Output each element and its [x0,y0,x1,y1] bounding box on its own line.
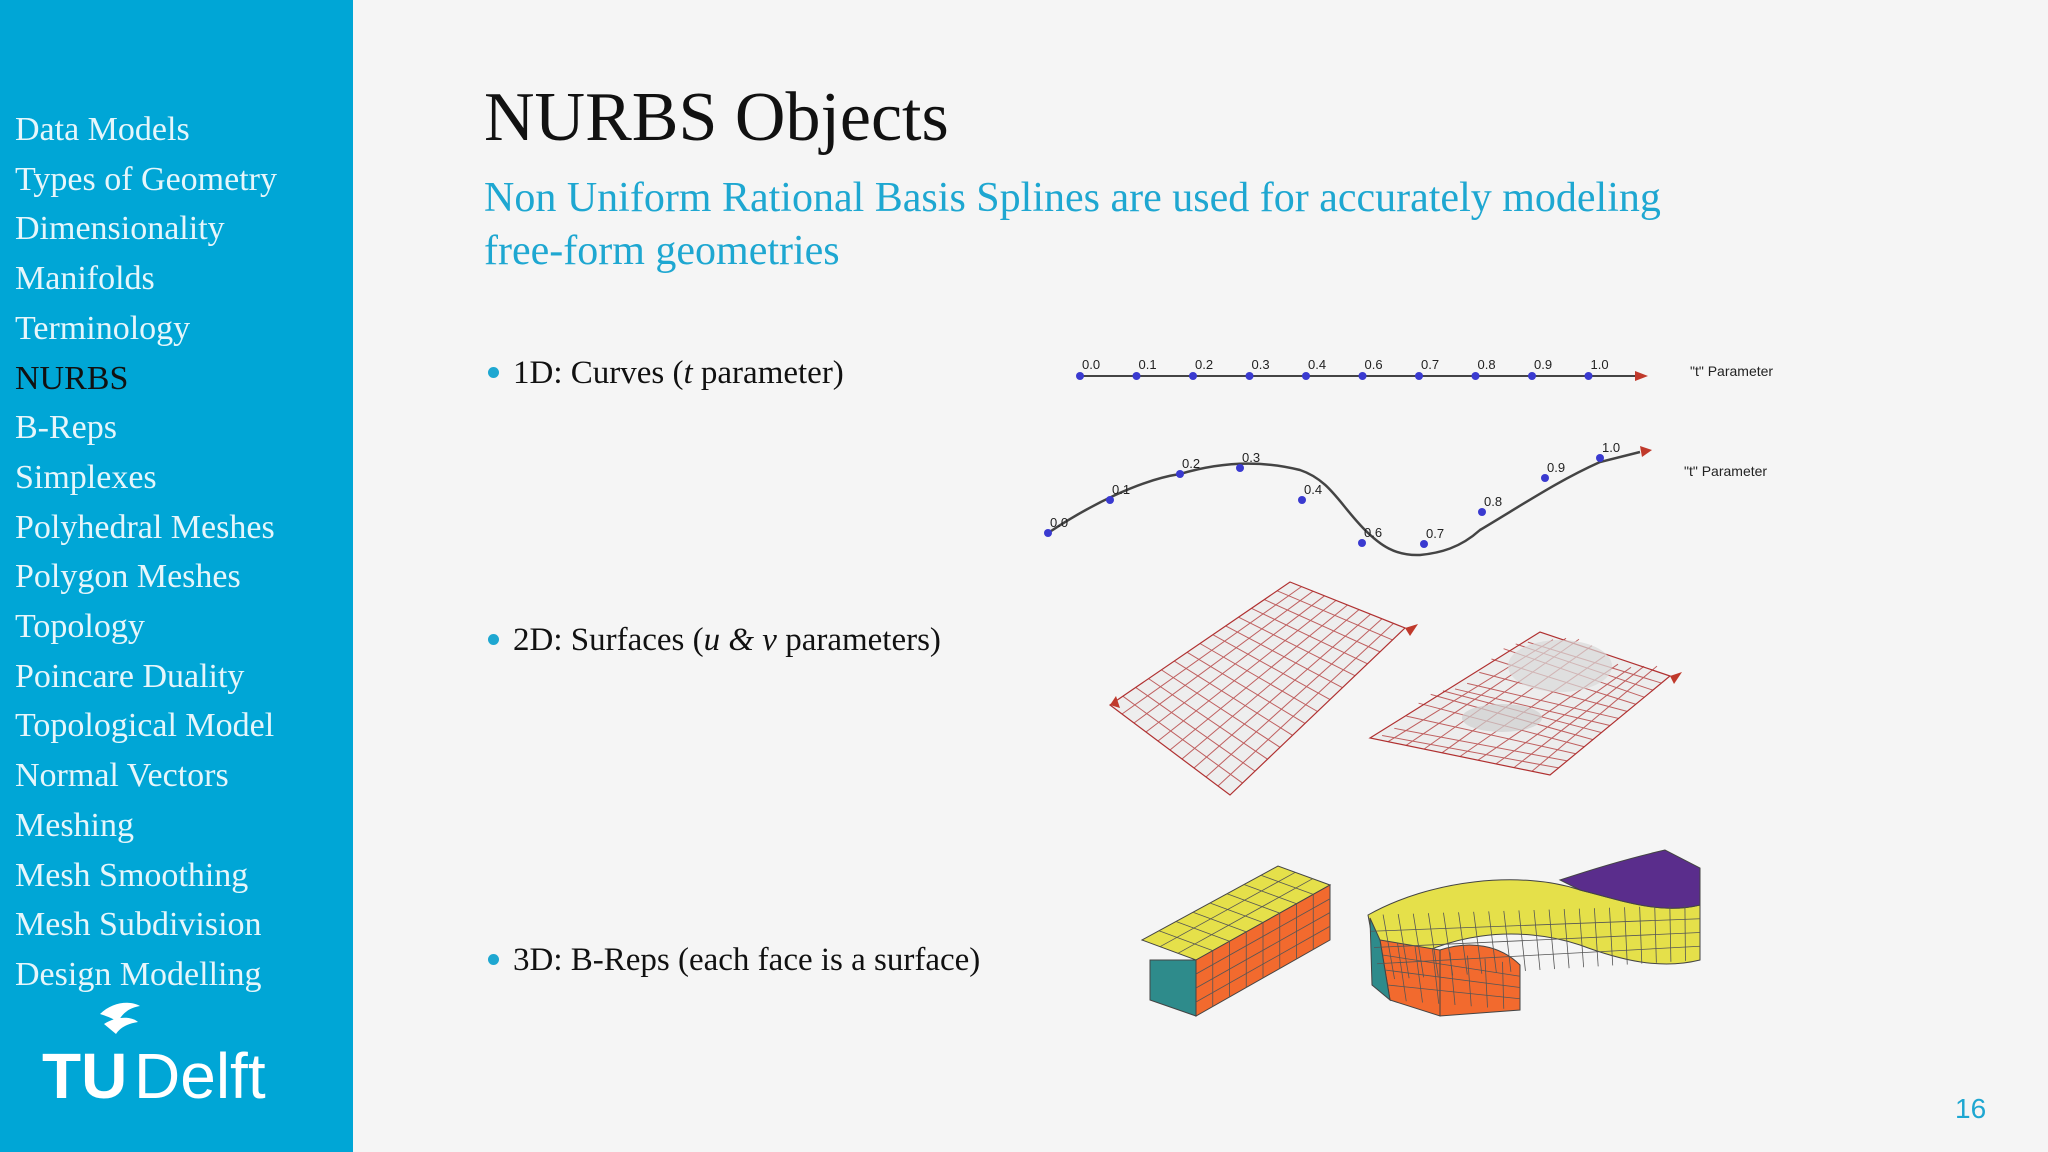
curve-tick-label: 0.2 [1195,357,1213,372]
curve-point [1528,372,1536,380]
curve-tick-label: 0.0 [1050,515,1068,530]
page-number: 16 [1955,1093,1987,1124]
bullet-text: 2D: Surfaces ( [513,622,704,658]
curve-tick-label: 0.0 [1082,357,1100,372]
curve-tick-label: 0.8 [1484,494,1502,509]
arrow-icon [1635,371,1648,381]
curve-point [1245,372,1254,380]
nav-item-mesh-subdivision[interactable]: Mesh Subdivision [15,906,262,944]
nav-item-topological-model[interactable]: Topological Model [15,707,275,745]
curve-tick-label: 0.1 [1112,482,1130,497]
curve-point [1189,372,1197,380]
nav-item-meshing[interactable]: Meshing [15,806,134,844]
curve-point [1044,529,1052,537]
curve-tick-label: 0.6 [1364,525,1382,540]
figure-surface-deformed [1368,631,1682,776]
nav-item-simplexes[interactable]: Simplexes [15,458,157,496]
figure-brep-twisted [1367,849,1701,1017]
curve-tick-label: 1.0 [1602,440,1620,455]
nav-item-types-of-geometry[interactable]: Types of Geometry [15,160,277,198]
curve-tick-label: 0.3 [1242,450,1260,465]
curve-line-caption: "t" Parameter [1690,363,1773,379]
nav-item-data-models[interactable]: Data Models [15,111,190,148]
curve-point [1541,474,1549,482]
curve-point [1106,496,1114,504]
nav-item-design-modelling[interactable]: Design Modelling [15,955,262,993]
curve-point [1596,454,1604,462]
nav-item-normal-vectors[interactable]: Normal Vectors [15,757,229,795]
figure-curve-wave: 0.0 0.1 0.2 0.3 0.4 0.6 0.7 0.8 0.9 1.0 "t" Param… [1044,440,1767,557]
curve-tick-label: 0.9 [1547,460,1565,475]
curve-tick-label: 0.6 [1365,357,1383,372]
nav-item-polygon-meshes[interactable]: Polygon Meshes [15,558,241,596]
curve-point [1302,372,1310,380]
nav-item-terminology[interactable]: Terminology [15,309,191,347]
sidebar-nav: Data Models Types of Geometry Dimensiona… [0,0,353,1152]
curve-tick-label: 0.3 [1252,357,1270,372]
curve-point [1471,372,1480,380]
bullet-dot [488,633,499,645]
curve-tick-label: 0.9 [1534,357,1552,372]
curve-tick-label: 1.0 [1591,357,1609,372]
bullet-breps: 3D: B-Reps (each face is a surface) [488,942,980,979]
curve-tick-label: 0.7 [1421,357,1439,372]
bullet-surfaces: 2D: Surfaces (u & v parameters) [488,622,941,659]
nav-item-b-reps[interactable]: B-Reps [15,409,117,447]
nav-list: Data Models Types of Geometry Dimensiona… [15,105,277,1000]
logo-delft-text: Delft [134,1040,266,1110]
nav-item-polyhedral-meshes[interactable]: Polyhedral Meshes [15,508,275,546]
slide-subtitle: Non Uniform Rational Basis Splines are u… [484,175,1661,274]
curve-point [1076,372,1084,380]
bullet-dot [488,953,499,965]
curve-tick-label: 0.4 [1304,482,1322,497]
curve-point [1420,540,1428,548]
curve-point [1358,539,1366,547]
curve-point [1478,508,1486,516]
bullet-text: parameters) [776,622,941,658]
bullet-italic-text: u & v [703,622,777,658]
curve-tick-label: 0.4 [1308,357,1326,372]
nav-item-dimensionality[interactable]: Dimensionality [15,210,225,248]
logo-tu-text: TU [42,1040,127,1110]
nav-item-topology[interactable]: Topology [15,608,145,646]
curve-point [1176,470,1184,478]
figure-brep-box [1140,865,1332,1017]
figure-surface-flat [1108,581,1418,796]
curve-tick-label: 0.2 [1182,456,1200,471]
curve-tick-label: 0.8 [1478,357,1496,372]
figure-curve-line: 0.0 0.1 0.2 0.3 0.4 0.6 0.7 0.8 0.9 1.0 "t" Param… [1076,357,1773,381]
curve-point [1132,372,1141,380]
bullet-text: parameter) [692,355,844,391]
nav-item-mesh-smoothing[interactable]: Mesh Smoothing [15,856,249,894]
bullet-dot [488,366,499,378]
bullet-curves: 1D: Curves (t parameter) [488,355,844,392]
nav-item-poincare-duality[interactable]: Poincare Duality [15,657,245,695]
nav-item-nurbs[interactable]: NURBS [15,359,129,397]
curve-point [1584,372,1593,380]
curve-point [1236,464,1244,472]
bullet-text: 1D: Curves ( [513,355,684,391]
curve-wave-caption: "t" Parameter [1684,463,1767,479]
curve-tick-label: 0.1 [1139,357,1157,372]
curve-point [1298,496,1306,504]
bullet-italic-text: t [683,355,693,391]
slide-title: NURBS Objects [484,79,949,156]
tu-delft-logo: TU Delft [42,1002,266,1110]
curve-point [1415,372,1423,380]
nav-item-manifolds[interactable]: Manifolds [15,260,155,298]
bullet-text: 3D: B-Reps (each face is a surface) [513,942,981,978]
curve-point [1358,372,1367,380]
curve-tick-label: 0.7 [1426,526,1444,541]
arrow-icon [1640,446,1652,457]
